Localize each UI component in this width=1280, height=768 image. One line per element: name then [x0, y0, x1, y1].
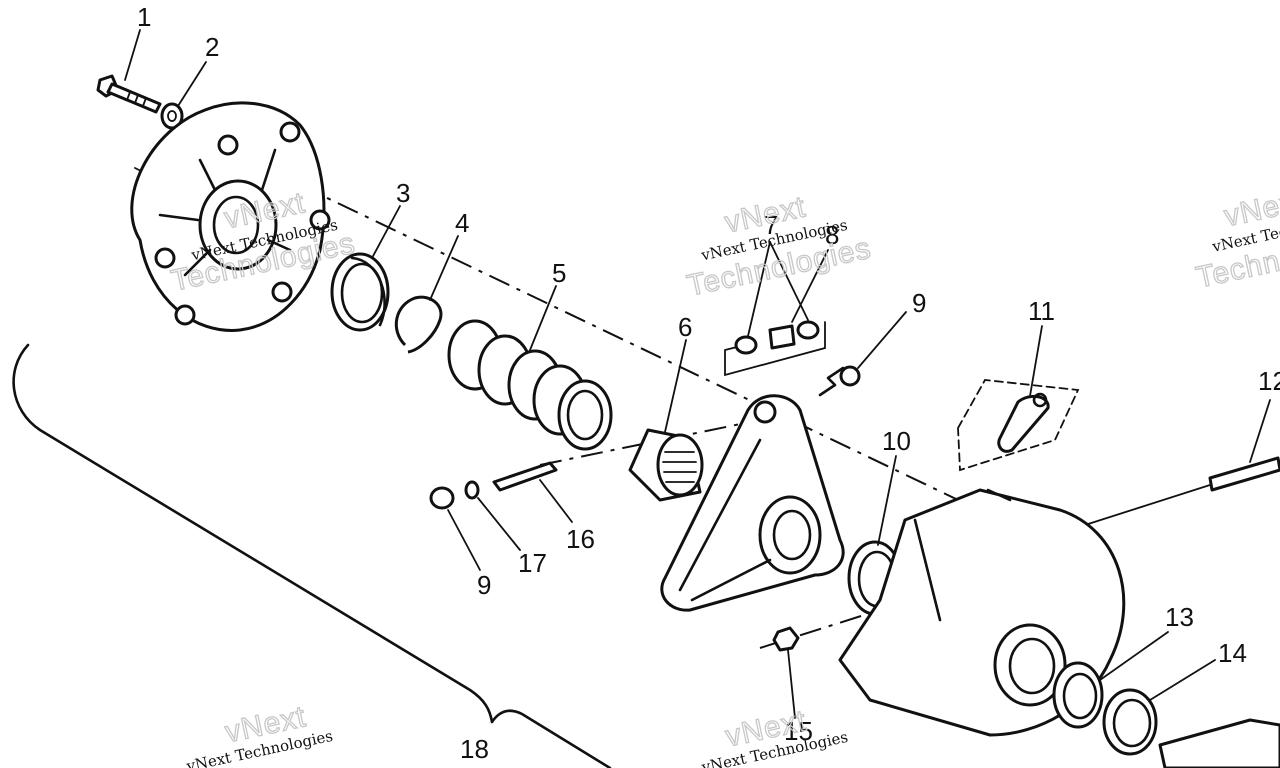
- cover-housing: [130, 101, 331, 332]
- callout-18: 18: [460, 734, 489, 764]
- callout-4: 4: [455, 208, 469, 238]
- callout-9-lower: 9: [477, 570, 491, 600]
- callout-14: 14: [1218, 638, 1247, 668]
- pin-axis: [539, 419, 761, 466]
- spring-part-5: [447, 319, 613, 451]
- callout-12: 12: [1258, 366, 1280, 396]
- callout-17: 17: [518, 548, 547, 578]
- callout-9-upper: 9: [912, 288, 926, 318]
- callout-15: 15: [784, 716, 813, 746]
- callout-7: 7: [764, 210, 778, 240]
- watermark-top-center: vNext vNext Technologies Technologies: [684, 190, 875, 304]
- o-ring-part-17: [464, 480, 480, 500]
- callout-11: 11: [1028, 296, 1055, 326]
- assembly-axis: [299, 184, 1001, 521]
- callout-10: 10: [882, 426, 911, 456]
- watermark-bottom-left: vNext vNext Technologies: [184, 699, 334, 768]
- cap-part-9-lower: [429, 486, 455, 510]
- callout-2: 2: [205, 32, 219, 62]
- roller-set-parts-7-8: [724, 320, 826, 377]
- weight-part-11: [957, 379, 1080, 472]
- spring-cup-part-6: [628, 428, 704, 502]
- callout-1: 1: [137, 2, 151, 32]
- bushing-part-3: [330, 252, 390, 332]
- bracket-18: [12, 343, 612, 768]
- bushing-part-13: [1052, 661, 1104, 729]
- washer-part-14: [1102, 688, 1158, 756]
- shaft-stub: [1158, 718, 1280, 768]
- callout-16: 16: [566, 524, 595, 554]
- callout-3: 3: [396, 178, 410, 208]
- leader-lines: [124, 29, 1271, 719]
- moveable-sheave: [838, 488, 1126, 737]
- spider-arm: [660, 394, 845, 612]
- snap-ring-part-4: [394, 295, 443, 354]
- shaft-bolt-part-12: [1084, 456, 1280, 526]
- callout-5: 5: [552, 258, 566, 288]
- callout-13: 13: [1165, 602, 1194, 632]
- nut-part-15: [772, 626, 800, 652]
- callout-6: 6: [678, 312, 692, 342]
- watermark-top-right: vNext vNext Technologies Technologies: [1193, 183, 1280, 295]
- watermark-bottom-center: vNext vNext Technologies: [699, 704, 849, 768]
- bolt-part-1: [96, 74, 162, 114]
- callout-8: 8: [825, 220, 839, 250]
- pin-part-16: [492, 461, 558, 492]
- cap-part-9-upper: [818, 365, 861, 397]
